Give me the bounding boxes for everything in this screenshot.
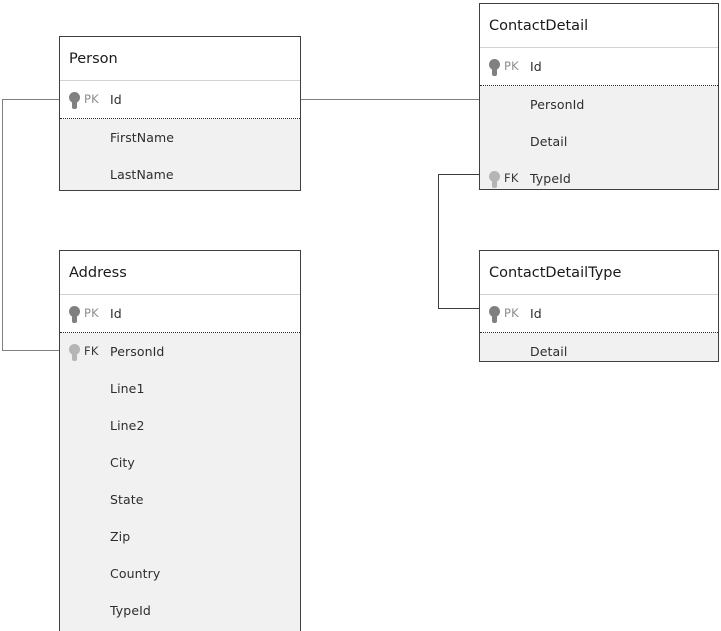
primary-key-section: PK Id <box>60 295 300 333</box>
entity-field[interactable]: FK TypeId <box>480 160 718 189</box>
primary-key-section: PK Id <box>480 295 718 333</box>
field-name: Line2 <box>110 418 145 433</box>
entity-field[interactable]: PK Id <box>480 295 718 332</box>
entity-field[interactable]: TypeId <box>60 592 300 629</box>
pk-label: PK <box>84 306 99 320</box>
field-name: Id <box>110 306 122 321</box>
field-name: FirstName <box>110 130 175 145</box>
field-name: LastName <box>110 167 174 182</box>
field-name: Id <box>530 306 542 321</box>
field-name: TypeId <box>530 171 571 186</box>
key-icon <box>69 343 80 361</box>
entity-field[interactable]: PK Id <box>60 295 300 332</box>
field-name: Id <box>110 92 122 107</box>
entity-title: ContactDetailType <box>480 251 718 295</box>
attribute-section: Detail <box>480 333 718 361</box>
key-icon <box>489 305 500 323</box>
field-name: City <box>110 455 135 470</box>
relationship-connector <box>2 99 59 100</box>
entity-field[interactable]: LastName <box>60 156 300 190</box>
entity-title: ContactDetail <box>480 4 718 48</box>
relationship-connector <box>2 99 3 350</box>
key-icon <box>489 170 500 188</box>
fk-label: FK <box>504 171 519 185</box>
pk-label: PK <box>84 92 99 106</box>
entity-field[interactable]: Detail <box>480 123 718 160</box>
field-name: Country <box>110 566 161 581</box>
field-name: Detail <box>530 134 568 149</box>
field-name: Zip <box>110 529 131 544</box>
field-name: PersonId <box>530 97 585 112</box>
entity-field[interactable]: PK Id <box>60 81 300 118</box>
entity-field[interactable]: Country <box>60 555 300 592</box>
key-icon <box>69 91 80 109</box>
primary-key-section: PK Id <box>60 81 300 119</box>
entity-field[interactable]: Detail <box>480 333 718 361</box>
relationship-connector <box>438 174 439 308</box>
entity-field[interactable]: FK PersonId <box>60 333 300 370</box>
field-name: Detail <box>530 344 568 359</box>
entity-field[interactable]: Zip <box>60 518 300 555</box>
entity-field[interactable]: Line1 <box>60 370 300 407</box>
fk-label: FK <box>84 344 99 358</box>
field-name: Line1 <box>110 381 145 396</box>
relationship-connector <box>2 350 59 351</box>
field-name: Id <box>530 59 542 74</box>
relationship-connector <box>438 308 479 309</box>
field-name: PersonId <box>110 344 165 359</box>
pk-label: PK <box>504 306 519 320</box>
entity-field[interactable]: PK Id <box>480 48 718 85</box>
relationship-connector <box>438 174 479 175</box>
entity-field[interactable]: State <box>60 481 300 518</box>
entity-field[interactable]: Line2 <box>60 407 300 444</box>
key-icon <box>489 58 500 76</box>
field-name: TypeId <box>110 603 151 618</box>
entity-title: Person <box>60 37 300 81</box>
relationship-connector <box>301 99 479 100</box>
field-name: State <box>110 492 144 507</box>
entity-field[interactable]: City <box>60 444 300 481</box>
primary-key-section: PK Id <box>480 48 718 86</box>
entity-title: Address <box>60 251 300 295</box>
key-icon <box>69 305 80 323</box>
pk-label: PK <box>504 59 519 73</box>
entity-field[interactable]: FirstName <box>60 119 300 156</box>
entity-field[interactable]: PersonId <box>480 86 718 123</box>
